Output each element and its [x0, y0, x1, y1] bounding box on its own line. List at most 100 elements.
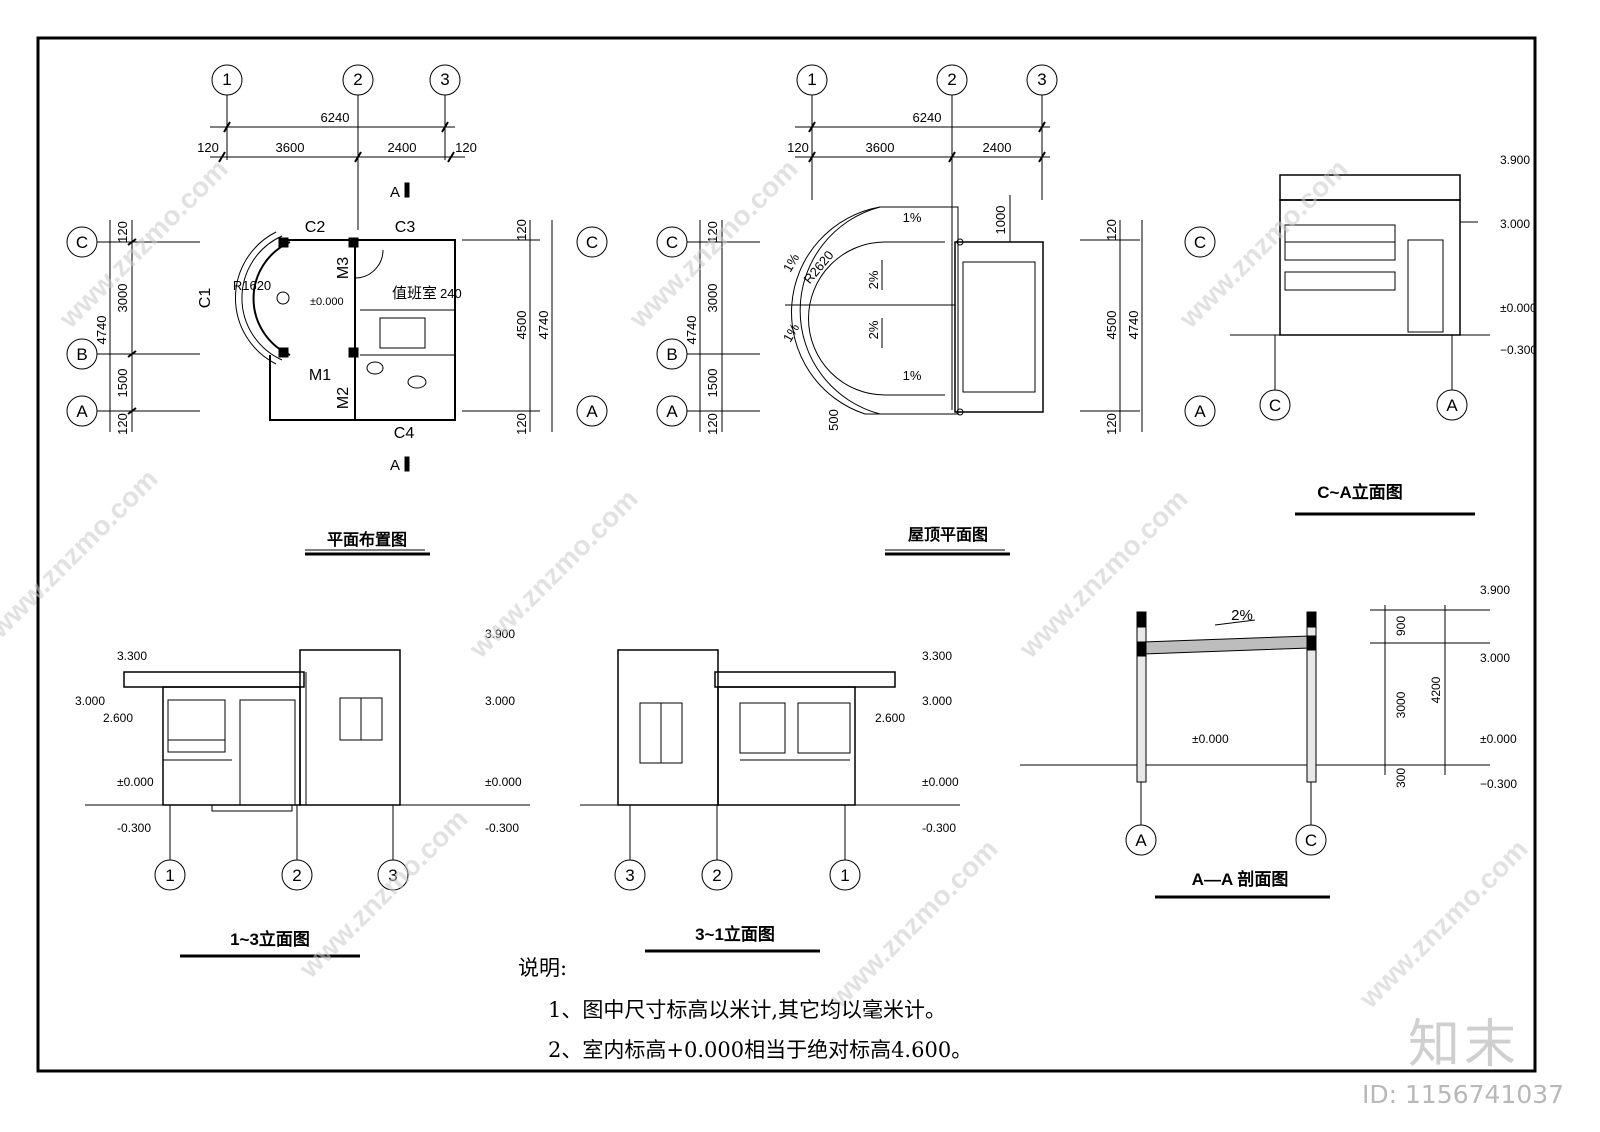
axis-bubble: [576, 226, 608, 258]
window-label: C4: [394, 425, 415, 442]
slope-label: 2%: [866, 320, 881, 339]
level-mark: 3.000: [485, 694, 515, 708]
elevation-31: [580, 649, 960, 891]
dimension-text: 4500: [1104, 311, 1119, 340]
level-mark: −0.300: [1500, 343, 1537, 357]
elevation-31-text: 3 2 1 3.300 3.000 2.600 ±0.000 -0.300 3~…: [625, 649, 959, 944]
window-label: C2: [305, 219, 326, 236]
level-mark: 3.900: [1500, 153, 1530, 167]
dimension-text: 4740: [536, 311, 551, 340]
wall-thickness: 240: [440, 286, 462, 301]
watermark-text: www.znzmo.com: [462, 483, 643, 664]
axis-bubble: [281, 859, 313, 891]
dimension-text: 3600: [276, 140, 305, 155]
section-aa-text: A C 2% ±0.000 900 3000 4200 300 3.900 3.…: [1135, 583, 1517, 889]
axis-label: 3: [625, 866, 634, 885]
door-label: M1: [309, 367, 331, 384]
level-mark: 3.000: [1500, 217, 1530, 231]
level-mark: 3.000: [1480, 651, 1510, 665]
section-mark: A: [390, 457, 400, 474]
axis-label: 2: [292, 866, 301, 885]
dimension-text: 120: [514, 413, 529, 435]
window-label: C1: [197, 288, 214, 309]
level-mark: 3.900: [1480, 583, 1510, 597]
dimension-text: 4500: [514, 311, 529, 340]
level-mark: ±0.000: [485, 775, 522, 789]
dimension-text: 1000: [993, 206, 1008, 235]
dimension-text: 120: [787, 140, 809, 155]
level-mark: 2.600: [103, 711, 133, 725]
axis-bubble: [377, 859, 409, 891]
axis-bubble: [1436, 389, 1468, 421]
axis-bubble: [614, 859, 646, 891]
level-mark: ±0.000: [1192, 732, 1229, 746]
radius-label: R1620: [233, 278, 271, 293]
axis-label: 2: [353, 70, 362, 89]
dimension-text: 900: [1394, 616, 1408, 636]
axis-label: C: [666, 233, 678, 252]
door-label: M3: [335, 257, 352, 279]
dimension-text: 120: [115, 221, 130, 243]
dimension-text: 6240: [321, 110, 350, 125]
room-label: 值班室: [392, 285, 437, 302]
axis-label: A: [1135, 831, 1147, 850]
dimension-text: 120: [705, 413, 720, 435]
level-mark: ±0.000: [1480, 732, 1517, 746]
axis-label: A: [666, 402, 678, 421]
section-title: A—A 剖面图: [1192, 869, 1289, 889]
axis-label: 3: [388, 866, 397, 885]
dimension-text: 120: [197, 140, 219, 155]
axis-label: 2: [947, 70, 956, 89]
level-mark: 3.300: [922, 649, 952, 663]
watermark-text: www.znzmo.com: [1012, 483, 1193, 664]
level-mark: -0.300: [922, 821, 956, 835]
slope-label: 2%: [866, 270, 881, 289]
axis-label: 3: [440, 70, 449, 89]
level-mark: 3.000: [922, 694, 952, 708]
dimension-text: 120: [705, 221, 720, 243]
axis-label: 2: [712, 866, 721, 885]
slope-label: 1%: [903, 368, 922, 383]
axis-label: C: [1305, 831, 1317, 850]
section-aa: [1020, 605, 1490, 856]
notes-line-2: 2、室内标高+0.000相当于绝对标高4.600。: [548, 1038, 973, 1062]
axis-label: A: [76, 402, 88, 421]
section-mark: A: [390, 184, 400, 201]
level-mark: 3.000: [75, 694, 105, 708]
dimension-text: 300: [1394, 768, 1408, 788]
dimension-text: 3000: [705, 284, 720, 313]
watermark-text: www.znzmo.com: [0, 463, 164, 644]
level-mark: ±0.000: [117, 775, 154, 789]
axis-label: 1: [165, 866, 174, 885]
level-mark: 3.900: [485, 627, 515, 641]
dimension-text: 4740: [1126, 311, 1141, 340]
level-mark: ±0.000: [922, 775, 959, 789]
level-mark: 2.600: [875, 711, 905, 725]
axis-bubble: [1295, 824, 1327, 856]
watermark: www.znzmo.com www.znzmo.com www.znzmo.co…: [0, 153, 1534, 1014]
roof-plan: [656, 64, 1216, 432]
dimension-text: 120: [115, 413, 130, 435]
watermark-id: ID: 1156741037: [1362, 1080, 1565, 1109]
dimension-text: 120: [1104, 413, 1119, 435]
elevation-ca-text: C A 3.900 3.000 ±0.000 −0.300 C~A立面图: [1269, 153, 1538, 502]
watermark-text: www.znzmo.com: [292, 803, 473, 984]
dimension-text: 1500: [115, 369, 130, 398]
axis-label: C: [1269, 396, 1281, 415]
axis-bubble: [1125, 824, 1157, 856]
dimension-text: 120: [514, 219, 529, 241]
elevation-ca: [1230, 174, 1490, 421]
slope-label: 1%: [780, 320, 803, 344]
dimension-text: 2400: [388, 140, 417, 155]
dimension-text: 500: [826, 409, 841, 431]
axis-label: 1: [222, 70, 231, 89]
level-mark: 3.300: [117, 649, 147, 663]
dimension-text: 4740: [94, 316, 109, 345]
plan-title: 平面布置图: [327, 530, 407, 549]
dimension-text: 3000: [115, 284, 130, 313]
floor-plan: [66, 64, 608, 472]
elevation-title: 3~1立面图: [695, 924, 775, 944]
level-mark: -0.300: [117, 821, 151, 835]
dimension-text: 1500: [705, 369, 720, 398]
